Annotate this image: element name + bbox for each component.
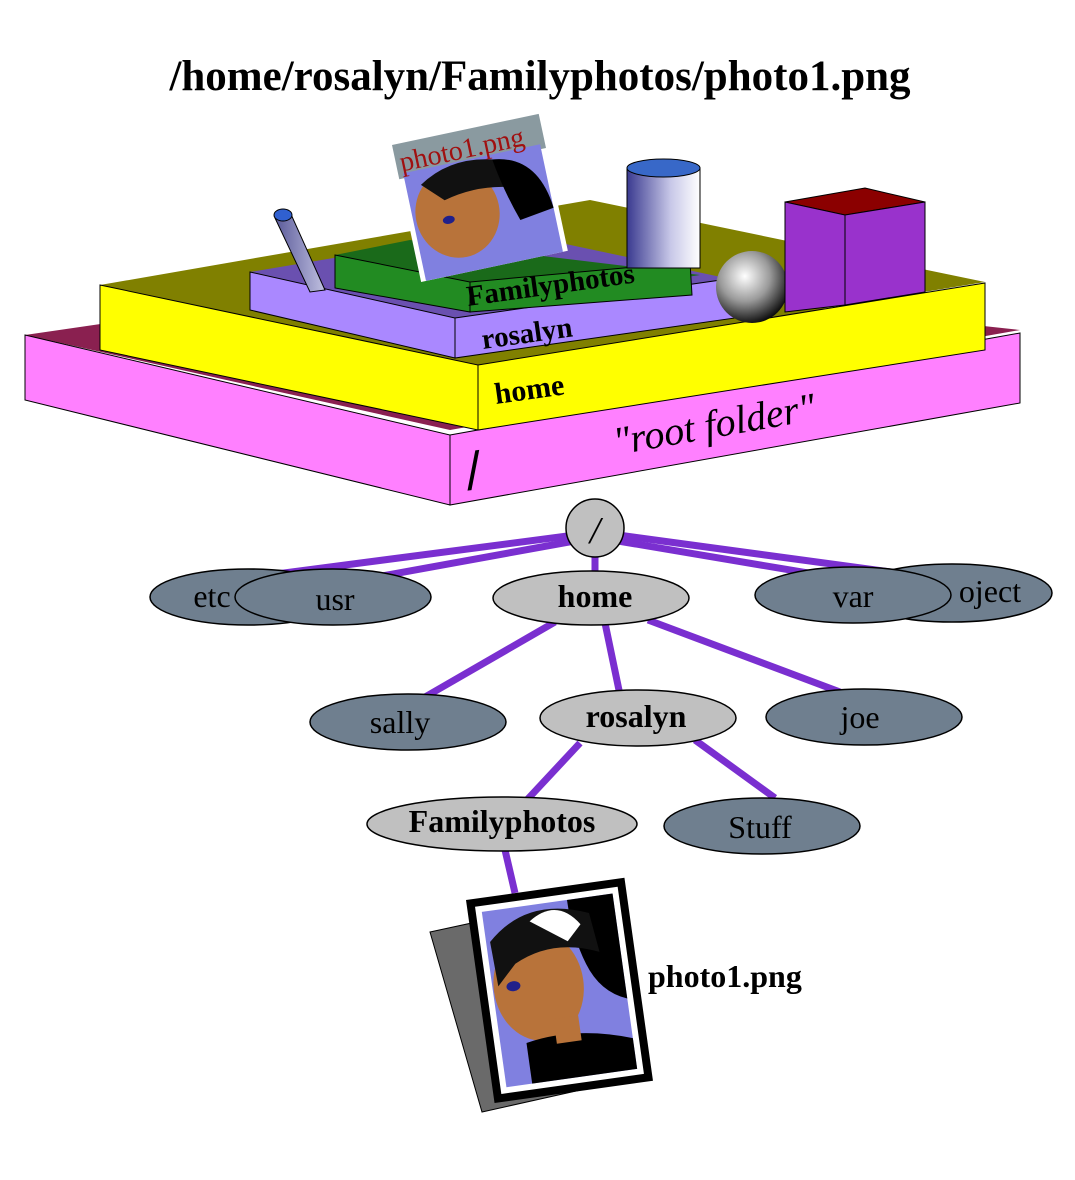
- tree-node-root[interactable]: /: [565, 498, 625, 558]
- edge-home-rosalyn: [601, 622, 624, 696]
- page-title: /home/rosalyn/Familyphotos/photo1.png: [168, 53, 911, 100]
- edge-rosalyn-stuff: [692, 737, 778, 801]
- tree-node-familyphotos[interactable]: Familyphotos: [366, 796, 638, 852]
- tree-node-home-label: home: [558, 578, 633, 614]
- tree-node-home[interactable]: home: [492, 570, 690, 626]
- tree-node-usr-label: usr: [315, 581, 354, 617]
- purple-box-object: [784, 187, 926, 313]
- edge-root-usr: [359, 536, 581, 584]
- tree-node-rosalyn-label: rosalyn: [586, 698, 687, 734]
- tree-node-joe[interactable]: joe: [765, 688, 963, 746]
- tree-node-photo-file[interactable]: [429, 877, 653, 1113]
- tree-node-var[interactable]: var: [754, 566, 952, 624]
- nested-folders-3d: photo1.png Familyphotos rosalyn home / "…: [24, 113, 1021, 506]
- photo-file-label: photo1.png: [648, 958, 802, 994]
- tree-node-root-label: /: [588, 510, 604, 552]
- tree-node-var-label: var: [833, 578, 874, 614]
- tree-node-stuff-label: Stuff: [728, 809, 792, 845]
- tree-node-familyphotos-label: Familyphotos: [409, 803, 596, 839]
- edge-home-joe: [646, 616, 842, 696]
- tree-node-stuff[interactable]: Stuff: [663, 797, 861, 855]
- photo-thumbnail: [466, 877, 653, 1104]
- tree-node-usr[interactable]: usr: [234, 568, 432, 626]
- tree-node-sally[interactable]: sally: [309, 693, 507, 751]
- edge-home-sally: [423, 618, 557, 701]
- tree-node-rosalyn[interactable]: rosalyn: [539, 689, 737, 747]
- sphere-object: [716, 251, 788, 323]
- edge-rosalyn-familyphotos: [522, 740, 583, 805]
- cylinder-object: [626, 158, 701, 269]
- tree-diagram: / oject var etc usr home sally: [149, 498, 1053, 1113]
- tree-node-sally-label: sally: [370, 704, 430, 740]
- tree-node-etc-label: etc: [193, 578, 230, 614]
- tree-node-oject-label: oject: [959, 573, 1021, 609]
- tree-node-joe-label: joe: [839, 699, 879, 735]
- edge-familyphotos-file: [501, 849, 519, 894]
- photo-in-folder: photo1.png: [392, 113, 568, 282]
- pen-object: [273, 208, 326, 293]
- edge-root-var: [611, 536, 821, 579]
